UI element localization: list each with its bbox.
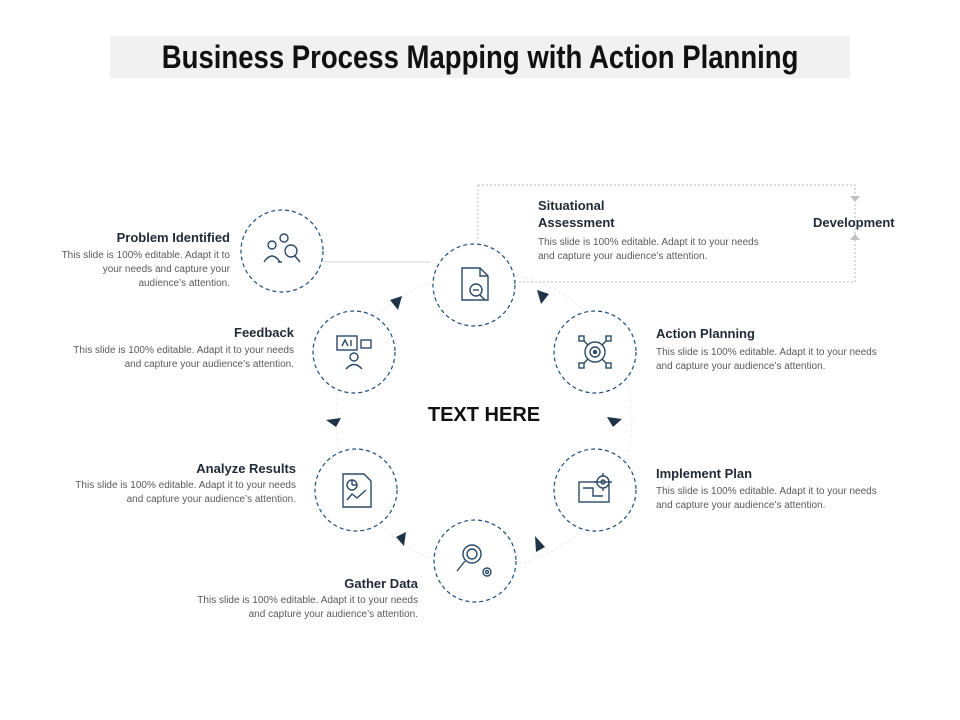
step-body-feedback: This slide is 100% editable. Adapt it to… [73,345,294,370]
center-label: TEXT HERE [427,404,541,426]
cycle-ring [335,271,633,569]
step-heading-action-planning: Action Planning [656,326,755,341]
step-body-problem-identified: This slide is 100% editable. Adapt it to… [61,250,230,289]
step-heading-situational-assessment: Situational Assessment [538,198,615,230]
step-body-action-planning: This slide is 100% editable. Adapt it to… [656,347,877,372]
development-arrow-up [850,234,860,240]
feedback-presentation-icon [336,335,372,370]
arrow-5 [326,418,341,427]
step-circle-feedback [312,310,396,394]
team-search-icon [263,233,301,263]
step-heading-analyze-results: Analyze Results [196,461,296,476]
arrow-4 [396,532,406,546]
target-network-icon [578,335,612,369]
development-arrow-down [850,196,860,202]
blueprint-gear-icon [578,473,612,503]
step-heading-problem-identified: Problem Identified [116,230,230,245]
step-body-situational-assessment: This slide is 100% editable. Adapt it to… [538,237,759,262]
step-circle-analyze-results [314,448,398,532]
report-chart-icon [342,473,372,508]
step-body-implement-plan: This slide is 100% editable. Adapt it to… [656,486,877,511]
step-circle-implement-plan [553,448,637,532]
step-heading-feedback: Feedback [234,325,294,340]
development-label: Development [813,215,895,230]
step-circle-problem-identified [240,209,324,293]
arrow-2 [607,417,622,427]
arrow-1 [537,290,549,304]
step-body-gather-data: This slide is 100% editable. Adapt it to… [197,595,418,620]
step-circle-gather-data [433,519,517,603]
document-search-icon [461,267,489,301]
arrow-3 [535,536,545,552]
magnifier-gear-icon [456,544,492,577]
step-heading-implement-plan: Implement Plan [656,466,753,481]
step-body-analyze-results: This slide is 100% editable. Adapt it to… [75,480,296,505]
page-title: Business Process Mapping with Action Pla… [161,39,799,75]
title-background [110,36,850,78]
arrow-6 [390,296,402,310]
step-heading-gather-data: Gather Data [344,576,418,591]
development-frame [478,184,856,283]
